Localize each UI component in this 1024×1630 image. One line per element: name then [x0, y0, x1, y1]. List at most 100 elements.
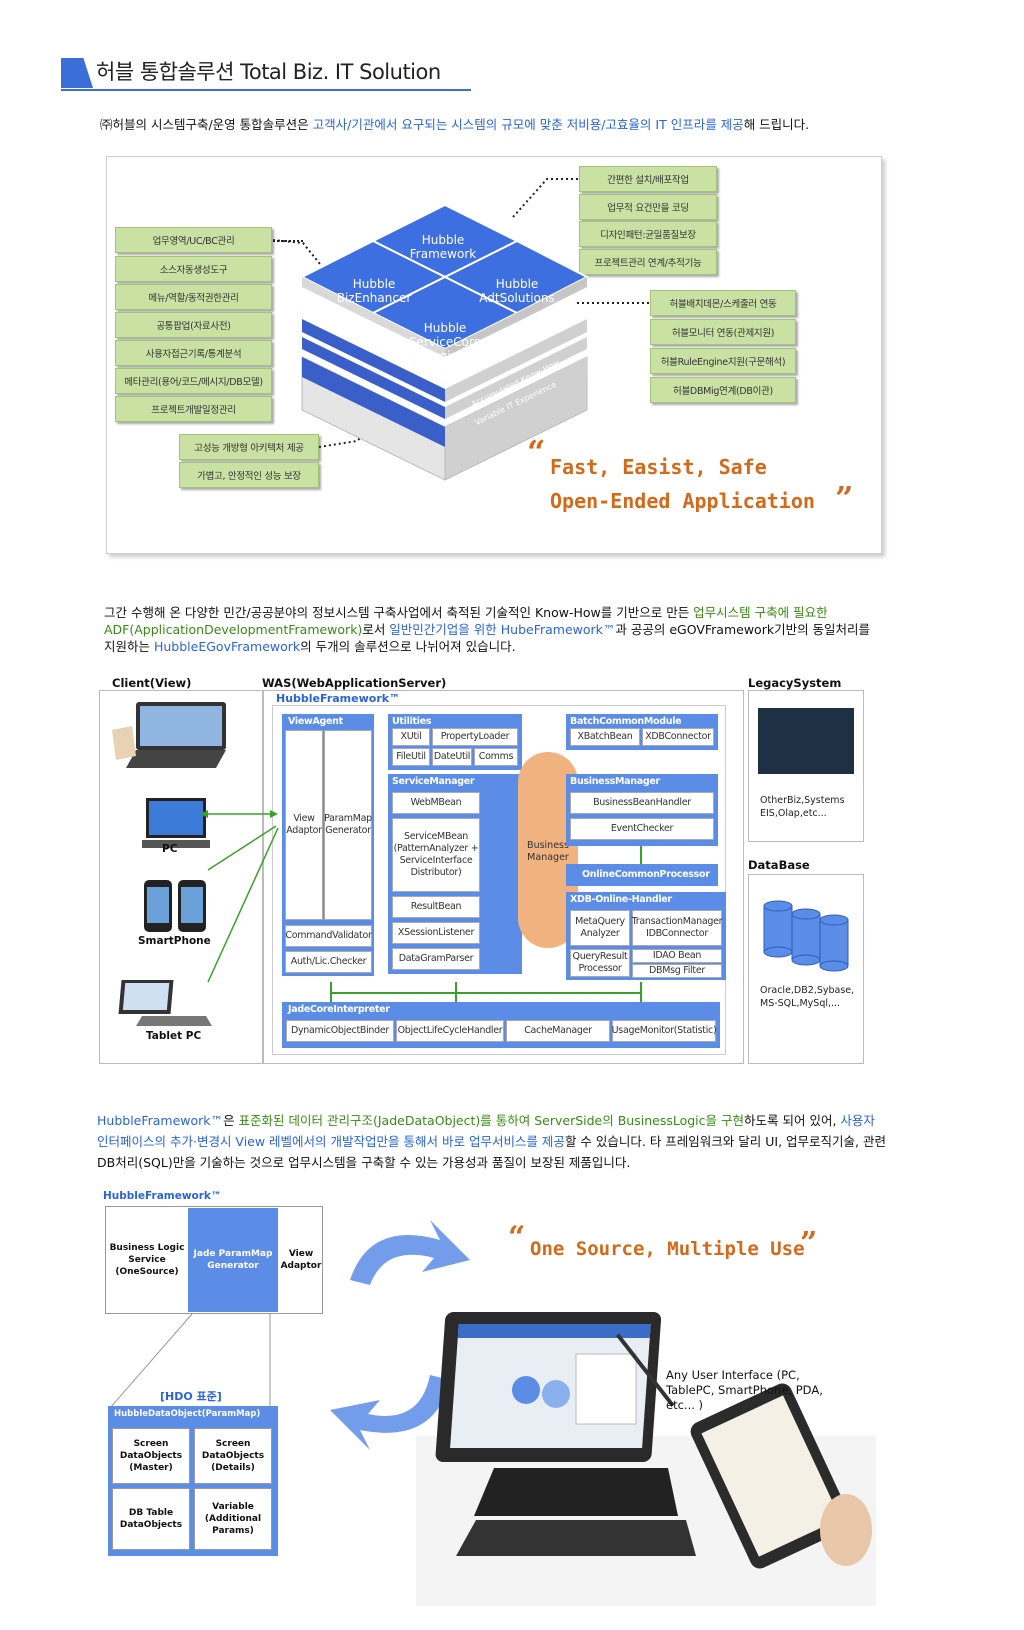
feature-box: 허블모니터 연동(관제지원) — [650, 319, 796, 345]
any-ui-text: Any User Interface (PC, TablePC, SmartPh… — [666, 1368, 823, 1412]
bus-line — [640, 982, 642, 1002]
one-source-quote: One Source, Multiple Use — [530, 1238, 805, 1260]
text: 지원하는 — [104, 639, 154, 654]
feature-box: 허블배치데몬/스케줄러 연동 — [650, 290, 796, 316]
online-processor-module — [566, 864, 718, 886]
hdo-cell: Screen DataObjects (Details) — [194, 1428, 272, 1484]
view-agent-title: ViewAgent — [288, 716, 343, 727]
legacy-label: LegacySystem — [748, 676, 842, 690]
intro-part3: 해 드립니다. — [743, 117, 810, 132]
view-adaptor-cell: View Adaptor — [280, 1208, 322, 1312]
was-frame — [262, 690, 744, 1064]
cube-illustration — [272, 178, 650, 481]
view-adaptor: View Adaptor — [285, 730, 323, 920]
solution-diagram-panel: 업무영역/UC/BC관리 소스자동생성도구 메뉴/역할/동적권한관리 공통팝업(… — [106, 156, 882, 554]
bus-line — [455, 982, 457, 1002]
xdb-item: QueryResult Processor — [570, 949, 630, 977]
xdb-item: MetaQuery Analyzer — [570, 910, 630, 946]
legacy-frame — [748, 690, 864, 842]
jade-item: UsageMonitor(Statistic) — [612, 1020, 717, 1042]
description-paragraph-2: HubbleFramework™은 표준화된 데이터 관리구조(JadeData… — [97, 1110, 886, 1173]
legacy-text: OtherBiz,Systems EIS,Olap,etc... — [760, 795, 845, 819]
bus-line — [640, 846, 642, 864]
intro-part2: 고객사/기관에서 요구되는 시스템의 규모에 맞춘 저비용/고효율의 IT 인프… — [312, 117, 744, 132]
parammap-generator: ParamMap Generator — [324, 730, 372, 920]
datacenter-image — [758, 708, 854, 774]
client-label: Client(View) — [112, 676, 192, 690]
business-manager-title: BusinessManager — [570, 776, 660, 787]
util-item: XUtil — [392, 728, 430, 746]
sm-item: ResultBean — [392, 896, 480, 918]
sm-item: DataGramParser — [392, 948, 480, 970]
open-quote: “ — [527, 433, 546, 471]
device-label-smartphone: SmartPhone — [138, 935, 211, 947]
database-label: DataBase — [748, 858, 810, 872]
text: 의 두개의 솔루션으로 나뉘어져 있습니다. — [300, 639, 516, 654]
framework-label: HubbleFramework™ — [276, 692, 401, 705]
jade-generator-cell: Jade ParamMap Generator — [188, 1208, 278, 1312]
quote-line-1: Fast, Easist, Safe — [550, 455, 767, 479]
database-icon — [763, 900, 849, 972]
feature-box: 메타관리(용어/코드/메시지/DB모델) — [115, 368, 272, 394]
jade-interpreter-title: JadeCoreInterpreter — [288, 1004, 390, 1015]
open-quote: “ — [508, 1220, 526, 1255]
feature-box: 사용자접근기록/통계분석 — [115, 340, 272, 366]
batch-item: XDBConnector — [642, 728, 714, 746]
page-title: 허블 통합솔루션 Total Biz. IT Solution — [96, 60, 441, 84]
feature-box: 업무적 요건만을 코딩 — [579, 194, 717, 220]
text-highlight: 사용자 — [840, 1113, 875, 1128]
description-paragraph-1: 그간 수행해 온 다양한 민간/공공분야의 정보시스템 구축사업에서 축적된 기… — [104, 604, 870, 655]
xdb-handler-title: XDB-Online-Handler — [570, 894, 672, 905]
xdb-item: DBMsg Filter — [632, 964, 722, 978]
cube-right-label: Hubble AdtSolutions — [479, 277, 555, 305]
bus-line — [330, 982, 332, 1002]
text: 과 공공의 eGOVFramework기반의 동일처리를 — [615, 622, 871, 637]
header-marker — [61, 58, 93, 88]
text-highlight: HubbleFramework™ — [97, 1113, 224, 1128]
text: 은 — [223, 1113, 239, 1128]
sm-item: XSessionListener — [392, 922, 480, 944]
sm-item: WebMBean — [392, 792, 480, 814]
feature-box: 고성능 개방형 아키텍처 제공 — [179, 434, 319, 460]
bus-line — [330, 992, 642, 994]
feature-box: 디자인패턴:균일품질보장 — [579, 221, 717, 247]
feature-box: 메뉴/역할/동적권한관리 — [115, 284, 272, 310]
zoom-lines — [109, 1313, 271, 1409]
hdo-label: [HDO 표준] — [160, 1390, 222, 1403]
hdo-cell: Variable (Additional Params) — [194, 1488, 272, 1550]
jade-item: DynamicObjectBinder — [286, 1020, 394, 1042]
jade-item: CacheManager — [506, 1020, 610, 1042]
business-manager-oval-label: Business Manager — [527, 840, 569, 863]
feature-box: 소스자동생성도구 — [115, 256, 272, 282]
text-highlight: 업무시스템 구축에 필요한 — [693, 605, 828, 620]
close-quote: ” — [800, 1226, 818, 1261]
text-highlight: HubbleEGovFramework — [153, 639, 301, 654]
batch-title: BatchCommonModule — [570, 716, 682, 727]
header-underline — [61, 89, 471, 91]
connection-arrows — [200, 810, 279, 983]
batch-item: XBatchBean — [570, 728, 640, 746]
device-label-tablet: Tablet PC — [146, 1030, 202, 1042]
cube-top-label: Hubble Framework — [409, 233, 477, 261]
text-highlight: 표준화된 데이터 관리구조(JadeDataObject)를 통하여 Serve… — [238, 1113, 744, 1128]
util-item: Comms — [474, 748, 518, 766]
hdo-cell: Screen DataObjects (Master) — [112, 1428, 190, 1484]
util-item: PropertyLoader — [432, 728, 518, 746]
sm-item: ServiceMBean (PatternAnalyzer + ServiceI… — [392, 818, 480, 892]
text: 하도록 되어 있어, — [744, 1113, 841, 1128]
feature-box: 공통팝업(자료사전) — [115, 312, 272, 338]
online-processor-title: OnlineCommonProcessor — [582, 869, 710, 880]
was-label: WAS(WebApplicationServer) — [262, 676, 447, 690]
devices-photo — [416, 1312, 876, 1606]
database-frame — [748, 874, 864, 1064]
feature-box: 프로젝트관리 연계/추적기능 — [579, 249, 717, 275]
text: 그간 수행해 온 다양한 민간/공공분야의 정보시스템 구축사업에서 축적된 기… — [104, 605, 694, 620]
service-manager-title: ServiceManager — [392, 776, 475, 787]
feature-box: 간편한 설치/배포작업 — [579, 166, 717, 192]
text-highlight: ADF(ApplicationDevelopmentFramework) — [104, 622, 363, 637]
quote-line-2: Open-Ended Application — [550, 489, 815, 513]
hdo-cell: DB Table DataObjects — [112, 1488, 190, 1550]
command-validator: CommandValidator — [285, 925, 372, 947]
database-text: Oracle,DB2,Sybase, MS-SQL,MySql,... — [760, 985, 855, 1009]
cycle-arrows-icon — [330, 1220, 470, 1450]
